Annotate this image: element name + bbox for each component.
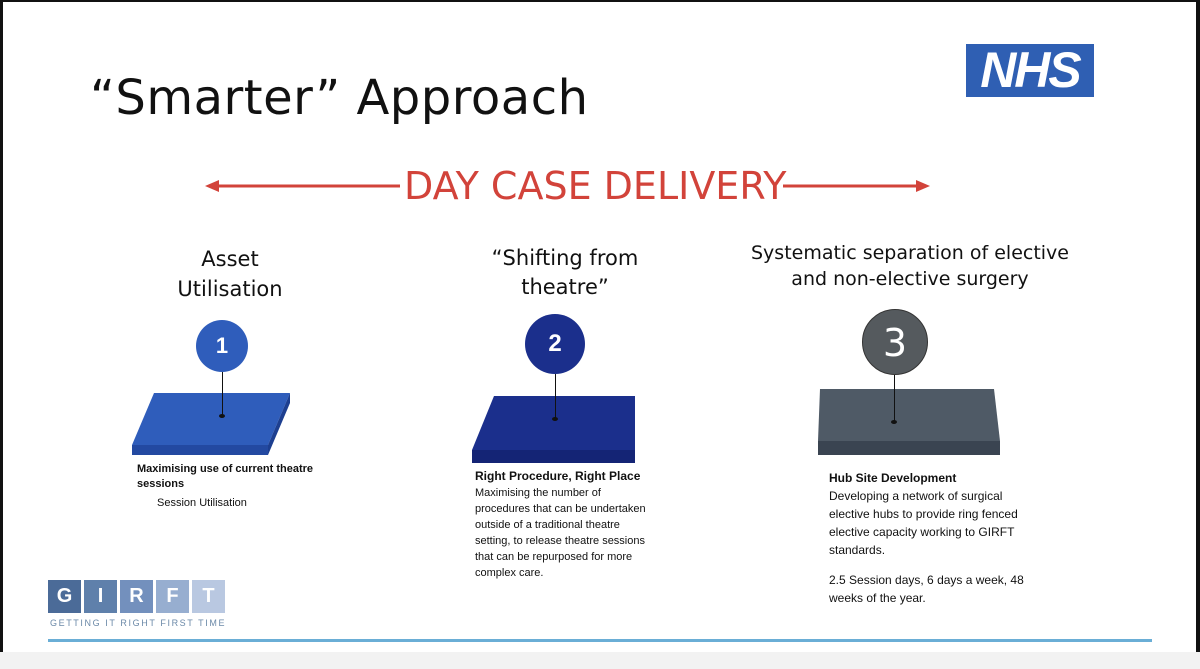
- step-1-anchor-dot: [219, 414, 225, 418]
- window-top-edge: [0, 0, 1200, 2]
- step-3-platform: [818, 389, 1000, 455]
- step-2-platform: [472, 396, 635, 463]
- footer-band: [0, 652, 1200, 669]
- girft-letter-i: I: [84, 580, 117, 613]
- step-3-title: Hub Site Development: [829, 471, 957, 485]
- girft-letter-f: F: [156, 580, 189, 613]
- girft-tagline: GETTING IT RIGHT FIRST TIME: [50, 618, 227, 628]
- step-1-heading: Asset Utilisation: [130, 244, 330, 304]
- girft-letter-g: G: [48, 580, 81, 613]
- banner-day-case-delivery: DAY CASE DELIVERY: [404, 164, 787, 208]
- step-3-badge: 3: [862, 309, 928, 375]
- step-2-heading-line-1: “Shifting from: [491, 246, 639, 270]
- nhs-logo: NHS: [966, 44, 1094, 97]
- window-left-edge: [0, 0, 3, 669]
- step-1-badge: 1: [196, 320, 248, 372]
- step-2-heading: “Shifting from theatre”: [460, 244, 670, 302]
- step-3-heading-line-2: and non-elective surgery: [791, 268, 1029, 290]
- step-1-title: Maximising use of current theatre sessio…: [137, 463, 314, 490]
- step-2-stem: [555, 374, 556, 418]
- step-3-extra: 2.5 Session days, 6 days a week, 48 week…: [829, 573, 1024, 605]
- step-1-platform: [132, 393, 290, 455]
- step-2-badge: 2: [525, 314, 585, 374]
- step-2-anchor-dot: [552, 417, 558, 421]
- slide-title: “Smarter” Approach: [90, 70, 589, 126]
- step-2-title: Right Procedure, Right Place: [475, 469, 641, 483]
- step-1-body: Session Utilisation: [157, 497, 247, 509]
- left-arrow-icon: [205, 180, 400, 192]
- step-3-body: Developing a network of surgical electiv…: [829, 489, 1018, 557]
- girft-letter-t: T: [192, 580, 225, 613]
- step-1-stem: [222, 372, 223, 416]
- step-1-heading-line-1: Asset: [201, 247, 259, 271]
- step-3-heading: Systematic separation of elective and no…: [740, 240, 1080, 292]
- step-3-heading-line-1: Systematic separation of elective: [750, 242, 1069, 264]
- step-3-anchor-dot: [891, 420, 897, 424]
- girft-letter-r: R: [120, 580, 153, 613]
- right-arrow-icon: [783, 180, 930, 192]
- step-3-stem: [894, 375, 895, 421]
- footer-rule: [48, 639, 1152, 642]
- step-2-heading-line-2: theatre”: [521, 275, 609, 299]
- step-2-body: Maximising the number of procedures that…: [475, 487, 646, 579]
- window-right-edge: [1196, 0, 1200, 669]
- step-1-heading-line-2: Utilisation: [177, 277, 283, 301]
